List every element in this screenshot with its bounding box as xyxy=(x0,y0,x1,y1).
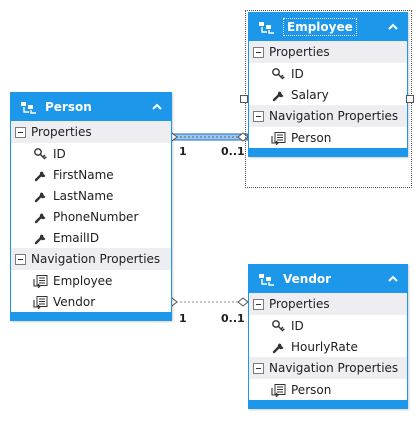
navigation-row[interactable]: Vendor xyxy=(11,291,171,312)
property-name: LastName xyxy=(53,188,114,203)
navigation-section-header[interactable]: Navigation Properties xyxy=(249,105,407,127)
property-name: Salary xyxy=(291,87,329,102)
resize-handle[interactable] xyxy=(240,95,248,103)
property-name: ID xyxy=(53,146,66,161)
entity-vendor[interactable]: Vendor Properties ID HourlyRate Navigati… xyxy=(248,264,408,409)
property-name: FirstName xyxy=(53,167,114,182)
multiplicity-vendor-end: 0..1 xyxy=(221,312,245,325)
multiplicity-employee-end: 0..1 xyxy=(221,145,245,158)
wrench-icon xyxy=(33,210,49,224)
navigation-row[interactable]: Employee xyxy=(11,270,171,291)
property-row[interactable]: EmailID xyxy=(11,227,171,248)
collapse-chevron-icon[interactable] xyxy=(385,19,401,35)
property-row[interactable]: ID xyxy=(11,143,171,164)
property-name: PhoneNumber xyxy=(53,209,139,224)
properties-section-header[interactable]: Properties xyxy=(249,293,407,315)
entity-header[interactable]: Employee xyxy=(249,13,407,41)
entity-footer xyxy=(249,400,407,408)
association-person-vendor[interactable] xyxy=(166,297,249,307)
association-end-diamond xyxy=(237,297,249,307)
property-row[interactable]: LastName xyxy=(11,185,171,206)
entity-header[interactable]: Person xyxy=(11,93,171,121)
entity-header[interactable]: Vendor xyxy=(249,265,407,293)
property-name: HourlyRate xyxy=(291,339,358,354)
navigation-row[interactable]: Person xyxy=(249,379,407,400)
wrench-icon xyxy=(33,189,49,203)
entity-person[interactable]: Person Properties ID FirstName LastName … xyxy=(10,92,172,321)
navigation-property-icon xyxy=(271,383,287,397)
wrench-icon xyxy=(271,340,287,354)
section-label: Navigation Properties xyxy=(31,252,161,266)
navigation-property-icon xyxy=(271,131,287,145)
collapse-section-icon[interactable] xyxy=(15,253,26,265)
key-icon xyxy=(271,67,287,81)
entity-footer xyxy=(249,148,407,156)
section-label: Properties xyxy=(269,45,330,59)
property-row[interactable]: PhoneNumber xyxy=(11,206,171,227)
properties-section-header[interactable]: Properties xyxy=(249,41,407,63)
navigation-property-icon xyxy=(33,274,49,288)
entity-title: Vendor xyxy=(283,272,332,286)
property-name: EmailID xyxy=(53,230,100,245)
navigation-property-name: Person xyxy=(291,382,332,397)
section-label: Navigation Properties xyxy=(269,361,399,375)
navigation-property-icon xyxy=(33,295,49,309)
navigation-section-header[interactable]: Navigation Properties xyxy=(11,248,171,270)
key-icon xyxy=(33,147,49,161)
navigation-property-name: Person xyxy=(291,130,332,145)
collapse-chevron-icon[interactable] xyxy=(149,99,165,115)
collapse-section-icon[interactable] xyxy=(253,362,264,374)
property-name: ID xyxy=(291,318,304,333)
entity-title[interactable]: Employee xyxy=(283,18,357,36)
entity-icon xyxy=(19,99,39,115)
resize-handle[interactable] xyxy=(406,95,414,103)
wrench-icon xyxy=(33,168,49,182)
entity-title: Person xyxy=(45,100,92,114)
section-label: Navigation Properties xyxy=(269,109,399,123)
section-label: Properties xyxy=(269,297,330,311)
property-row[interactable]: FirstName xyxy=(11,164,171,185)
property-row[interactable]: Salary xyxy=(249,84,407,105)
multiplicity-person-end: 1 xyxy=(179,145,187,158)
entity-icon xyxy=(257,271,277,287)
navigation-section-header[interactable]: Navigation Properties xyxy=(249,357,407,379)
entity-employee[interactable]: Employee Properties ID Salary Navigation… xyxy=(248,12,408,157)
collapse-section-icon[interactable] xyxy=(15,126,26,138)
collapse-section-icon[interactable] xyxy=(253,46,264,58)
wrench-icon xyxy=(33,231,49,245)
wrench-icon xyxy=(271,88,287,102)
key-icon xyxy=(271,319,287,333)
collapse-section-icon[interactable] xyxy=(253,110,264,122)
property-name: ID xyxy=(291,66,304,81)
navigation-property-name: Employee xyxy=(53,273,113,288)
multiplicity-person-end: 1 xyxy=(179,312,187,325)
section-label: Properties xyxy=(31,125,92,139)
navigation-row[interactable]: Person xyxy=(249,127,407,148)
property-row[interactable]: ID xyxy=(249,315,407,336)
entity-icon xyxy=(257,19,277,35)
properties-section-header[interactable]: Properties xyxy=(11,121,171,143)
collapse-section-icon[interactable] xyxy=(253,298,264,310)
navigation-property-name: Vendor xyxy=(53,294,96,309)
property-row[interactable]: ID xyxy=(249,63,407,84)
collapse-chevron-icon[interactable] xyxy=(385,271,401,287)
entity-footer xyxy=(11,312,171,320)
association-person-employee[interactable] xyxy=(166,132,249,142)
property-row[interactable]: HourlyRate xyxy=(249,336,407,357)
